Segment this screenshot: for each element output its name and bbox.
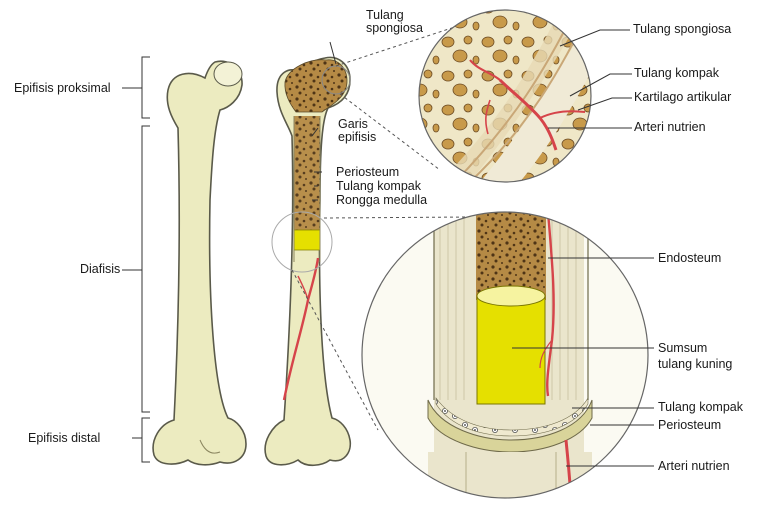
label-kartilago-artikular: Kartilago artikular (634, 91, 731, 104)
femur-external (153, 61, 246, 465)
label-tulang-spongiosa-right: Tulang spongiosa (633, 23, 731, 36)
label-rongga-medulla: Rongga medulla (336, 194, 427, 207)
label-diafisis: Diafisis (80, 263, 120, 276)
label-line: tulang kuning (658, 358, 732, 371)
label-tulang-kompak-right: Tulang kompak (634, 67, 719, 80)
label-line: Sumsum (658, 342, 732, 355)
label-sumsum-tulang-kuning: Sumsum tulang kuning (658, 342, 732, 371)
label-periosteum-bottom: Periosteum (658, 419, 721, 432)
label-line: epifisis (338, 131, 376, 144)
label-tulang-kompak-mid: Tulang kompak (336, 180, 421, 193)
region-brackets (122, 57, 150, 462)
label-garis-epifisis: Garis epifisis (338, 118, 376, 144)
label-epifisis-distal: Epifisis distal (28, 432, 100, 445)
label-tulang-kompak-bottom: Tulang kompak (658, 401, 743, 414)
label-arteri-nutrien-top: Arteri nutrien (634, 121, 706, 134)
magnified-epiphysis (419, 10, 620, 182)
label-periosteum-mid: Periosteum (336, 166, 399, 179)
label-epifisis-proksimal: Epifisis proksimal (14, 82, 111, 95)
magnified-diaphysis (362, 212, 648, 512)
label-line: spongiosa (366, 22, 423, 35)
label-arteri-nutrien-bottom: Arteri nutrien (658, 460, 730, 473)
label-tulang-spongiosa-top: Tulang spongiosa (366, 9, 423, 35)
label-endosteum: Endosteum (658, 252, 721, 265)
